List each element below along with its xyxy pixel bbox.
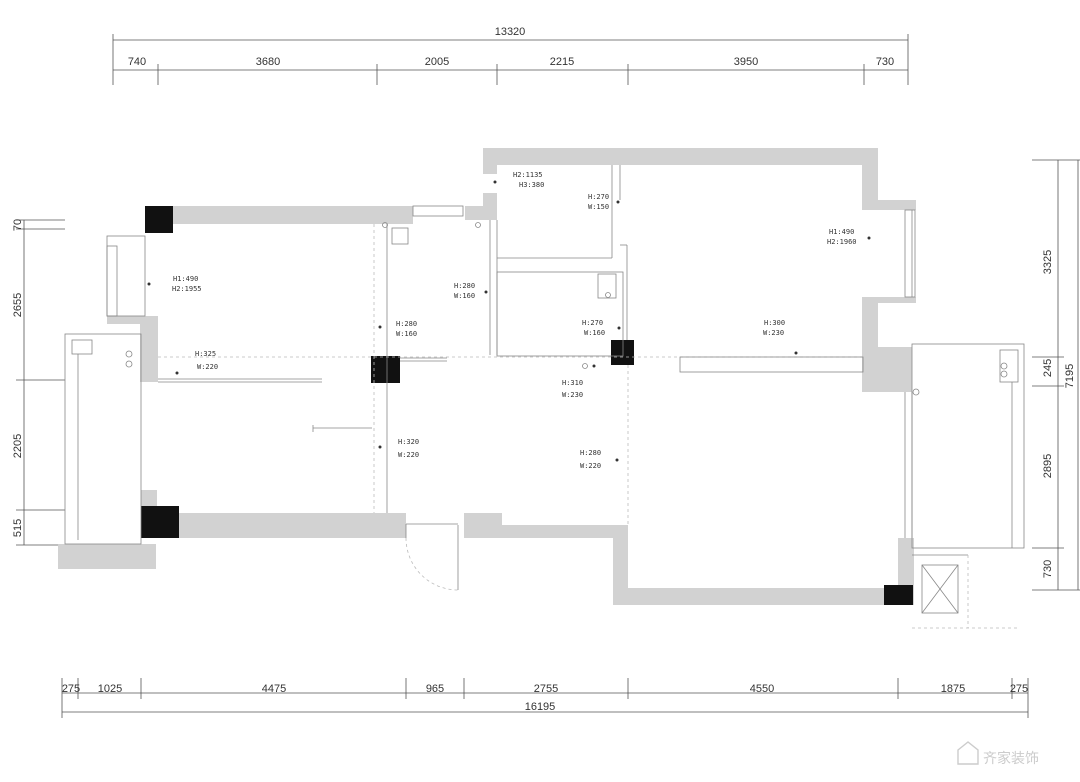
top-dim-1: 740 xyxy=(128,56,146,68)
left-dim-3: 2205 xyxy=(12,434,24,458)
note-text: W:160 xyxy=(396,330,417,338)
note-10: H:310 W:230 xyxy=(562,364,596,399)
right-dim-1: 3325 xyxy=(1042,250,1054,274)
column-bottom-right xyxy=(884,585,913,605)
right-dim-4: 730 xyxy=(1042,560,1054,578)
bottom-dim-2: 1025 xyxy=(98,683,122,695)
bottom-dim-7: 1875 xyxy=(941,683,965,695)
note-11: H:320 W:220 xyxy=(378,438,419,459)
column-center-left xyxy=(371,356,400,383)
note-7: H:270 W:160 xyxy=(582,319,621,337)
note-text: W:160 xyxy=(584,329,605,337)
note-text: H:270 xyxy=(582,319,603,327)
note-text: H2:1135 xyxy=(513,171,543,179)
left-dim-4: 515 xyxy=(12,519,24,537)
note-8: H:300 W:230 xyxy=(763,319,798,355)
right-dimension-chain: 3325 245 2895 730 7195 xyxy=(1032,159,1080,591)
top-dim-6: 730 xyxy=(876,56,894,68)
note-text: H:300 xyxy=(764,319,785,327)
bottom-dim-5: 2755 xyxy=(534,683,558,695)
note-5: H:280 W:160 xyxy=(454,282,488,300)
bottom-dim-6: 4550 xyxy=(750,683,774,695)
note-text: W:220 xyxy=(398,451,419,459)
walls xyxy=(58,148,916,605)
note-text: H2:1955 xyxy=(172,285,202,293)
right-dim-2: 245 xyxy=(1042,359,1054,377)
top-dim-4: 2215 xyxy=(550,56,574,68)
right-total-dim: 7195 xyxy=(1064,364,1076,388)
note-text: H:320 xyxy=(398,438,419,446)
top-dim-2: 3680 xyxy=(256,56,280,68)
note-1: H2:1135 H3:380 xyxy=(493,171,544,189)
note-text: H2:1960 xyxy=(827,238,857,246)
bottom-dimension-chain: 275 1025 4475 965 2755 4550 1875 275 161… xyxy=(61,678,1029,718)
columns xyxy=(141,206,913,605)
bottom-dim-1: 275 xyxy=(62,683,80,695)
watermark: 齐家装饰 xyxy=(957,741,1039,766)
note-2: H:270 W:150 xyxy=(588,193,620,211)
top-dim-5: 3950 xyxy=(734,56,758,68)
note-text: H:270 xyxy=(588,193,609,201)
note-text: W:230 xyxy=(763,329,784,337)
note-text: W:160 xyxy=(454,292,475,300)
note-text: H:280 xyxy=(396,320,417,328)
note-text: W:230 xyxy=(562,391,583,399)
right-dim-3: 2895 xyxy=(1042,454,1054,478)
note-4: H1:490 H2:1955 xyxy=(147,275,202,293)
left-dimension-chain: 70 2655 2205 515 xyxy=(12,219,65,546)
note-text: W:150 xyxy=(588,203,609,211)
house-logo-icon xyxy=(957,741,979,765)
note-9: H:325 W:220 xyxy=(175,350,218,375)
note-3: H1:490 H2:1960 xyxy=(827,228,871,246)
note-text: H:325 xyxy=(195,350,216,358)
note-text: H1:490 xyxy=(173,275,198,283)
note-text: H1:490 xyxy=(829,228,854,236)
top-total-dim: 13320 xyxy=(495,26,526,38)
bottom-dim-4: 965 xyxy=(426,683,444,695)
annotations: H2:1135 H3:380 H:270 W:150 H1:490 H2:196… xyxy=(147,171,871,470)
column-center xyxy=(611,340,634,365)
note-text: H3:380 xyxy=(519,181,544,189)
bottom-dim-3: 4475 xyxy=(262,683,286,695)
note-text: W:220 xyxy=(197,363,218,371)
note-text: W:220 xyxy=(580,462,601,470)
top-dimension-chain: 13320 740 3680 2005 2215 3950 730 xyxy=(112,26,909,85)
note-text: H:310 xyxy=(562,379,583,387)
top-dim-3: 2005 xyxy=(425,56,449,68)
left-dim-1: 70 xyxy=(12,219,24,231)
left-dim-2: 2655 xyxy=(12,293,24,317)
column-top-left xyxy=(145,206,173,233)
interior-partitions xyxy=(64,165,1025,629)
note-text: H:280 xyxy=(580,449,601,457)
note-12: H:280 W:220 xyxy=(580,449,619,470)
watermark-text: 齐家装饰 xyxy=(983,750,1039,766)
note-text: H:280 xyxy=(454,282,475,290)
note-6: H:280 W:160 xyxy=(378,320,417,338)
bottom-dim-8: 275 xyxy=(1010,683,1028,695)
bottom-total-dim: 16195 xyxy=(525,701,556,713)
column-bottom-left xyxy=(141,506,179,538)
